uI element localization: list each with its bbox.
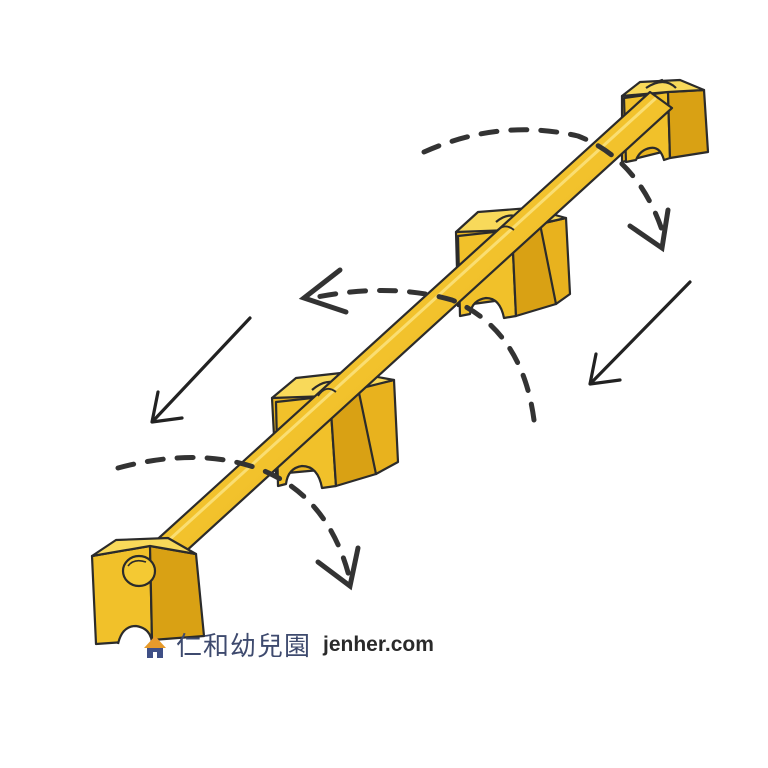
curved-dashed-arrow-icon xyxy=(115,454,361,591)
straight-arrow-icon xyxy=(588,280,692,386)
straight-arrow-icon xyxy=(150,316,252,424)
beam-rod xyxy=(126,90,674,586)
watermark: 仁和幼兒園 jenher.com xyxy=(142,626,434,663)
block-front xyxy=(90,536,206,646)
watermark-url: jenher.com xyxy=(323,632,434,656)
curved-dashed-arrow-icon xyxy=(421,127,671,253)
house-logo-icon xyxy=(144,635,166,658)
watermark-chinese-name: 仁和幼兒園 xyxy=(176,632,312,662)
curved-dashed-arrow-icon xyxy=(298,267,537,423)
